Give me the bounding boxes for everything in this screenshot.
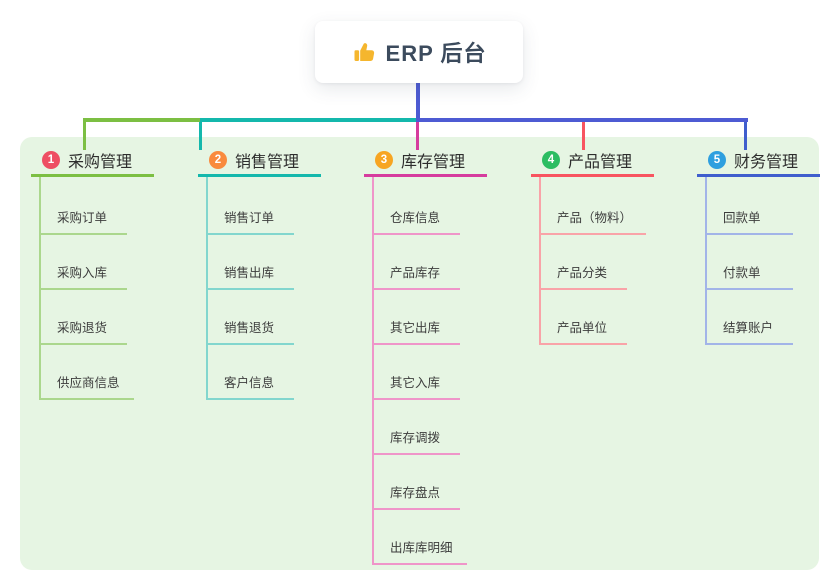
branch-drop-line: [416, 122, 419, 150]
root-label: ERP 后台: [385, 41, 487, 66]
child-item[interactable]: 库存盘点: [372, 485, 460, 510]
branch-header-采购管理[interactable]: 1 采购管理: [42, 149, 132, 171]
branch-drop-line: [744, 122, 747, 150]
branch-drop-line: [83, 122, 86, 150]
branch-number-badge: 3: [375, 151, 393, 169]
branch-header-库存管理[interactable]: 3 库存管理: [375, 149, 465, 171]
branch-rail-line: [372, 177, 374, 563]
child-item[interactable]: 销售订单: [206, 210, 294, 235]
root-connector-line: [416, 82, 420, 122]
branch-label: 销售管理: [235, 154, 300, 171]
branch-number-badge: 1: [42, 151, 60, 169]
branch-label: 库存管理: [401, 154, 466, 171]
top-bar-segment: [416, 118, 748, 122]
child-item[interactable]: 其它入库: [372, 375, 460, 400]
branch-number-badge: 4: [542, 151, 560, 169]
branch-underline: [31, 174, 154, 177]
branch-label: 财务管理: [734, 154, 799, 171]
root-node[interactable]: ERP 后台: [315, 21, 523, 83]
branch-rail-line: [705, 177, 707, 343]
child-item[interactable]: 库存调拨: [372, 430, 460, 455]
branch-number-badge: 2: [209, 151, 227, 169]
branch-header-销售管理[interactable]: 2 销售管理: [209, 149, 299, 171]
branch-number-badge: 5: [708, 151, 726, 169]
child-item[interactable]: 结算账户: [705, 320, 793, 345]
branch-rail-line: [539, 177, 541, 343]
child-item[interactable]: 产品分类: [539, 265, 627, 290]
branches-panel: [20, 137, 819, 570]
branch-underline: [697, 174, 820, 177]
child-item[interactable]: 其它出库: [372, 320, 460, 345]
child-item[interactable]: 客户信息: [206, 375, 294, 400]
child-item[interactable]: 销售退货: [206, 320, 294, 345]
child-item[interactable]: 回款单: [705, 210, 793, 235]
child-item[interactable]: 产品单位: [539, 320, 627, 345]
branch-header-财务管理[interactable]: 5 财务管理: [708, 149, 798, 171]
top-bar-segment: [83, 118, 200, 122]
branch-label: 采购管理: [68, 154, 133, 171]
top-bar-segment: [200, 118, 416, 122]
child-item[interactable]: 付款单: [705, 265, 793, 290]
child-item[interactable]: 销售出库: [206, 265, 294, 290]
child-item[interactable]: 出库库明细: [372, 540, 467, 565]
child-item[interactable]: 采购退货: [39, 320, 127, 345]
branch-underline: [364, 174, 487, 177]
branch-header-产品管理[interactable]: 4 产品管理: [542, 149, 632, 171]
branch-underline: [198, 174, 321, 177]
branch-rail-line: [39, 177, 41, 398]
thumbs-up-icon: [354, 43, 374, 61]
child-item[interactable]: 仓库信息: [372, 210, 460, 235]
child-item[interactable]: 产品库存: [372, 265, 460, 290]
branch-rail-line: [206, 177, 208, 398]
branch-label: 产品管理: [568, 154, 633, 171]
child-item[interactable]: 采购订单: [39, 210, 127, 235]
branch-underline: [531, 174, 654, 177]
branch-drop-line: [199, 122, 202, 150]
child-item[interactable]: 产品（物料）: [539, 210, 647, 235]
child-item[interactable]: 供应商信息: [39, 375, 134, 400]
branch-drop-line: [582, 122, 585, 150]
child-item[interactable]: 采购入库: [39, 265, 127, 290]
